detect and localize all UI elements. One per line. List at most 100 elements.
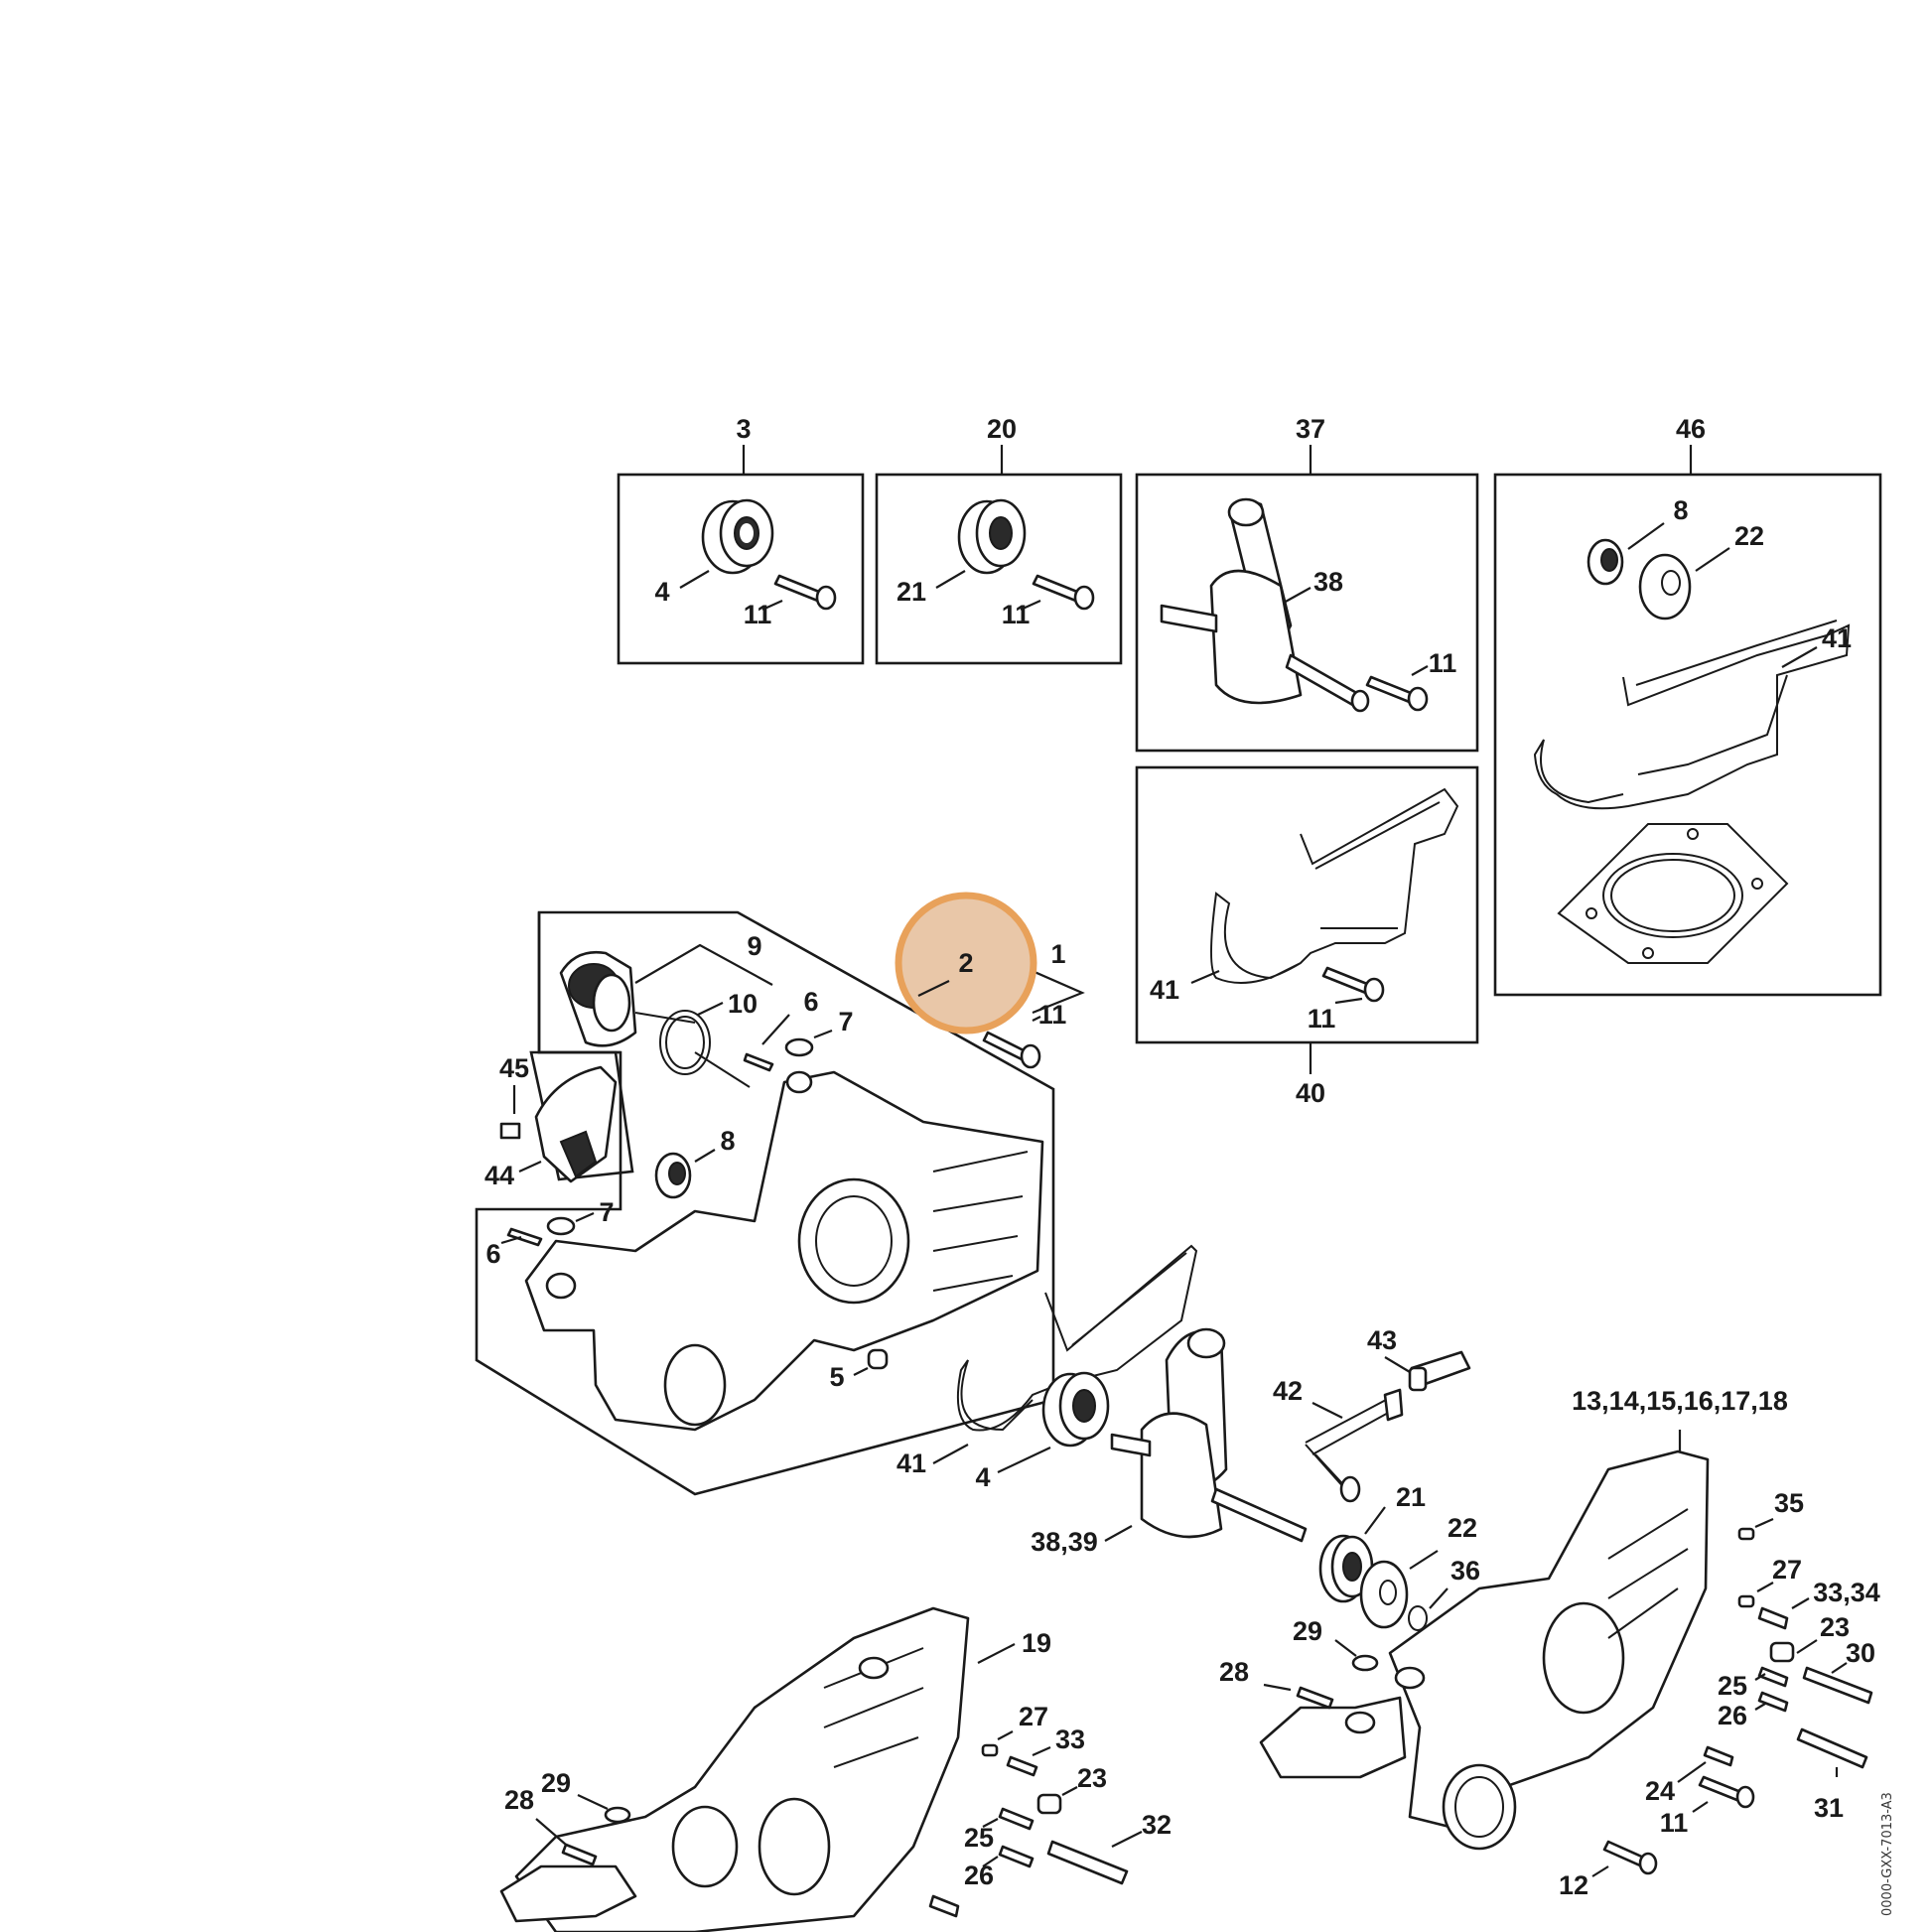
crankcase-half-left[interactable]: 19 <box>499 1606 1051 1932</box>
screw-icon <box>1032 574 1095 611</box>
right-small-parts: 35 27 33,34 23 30 25 26 31 24 11 12 <box>1219 1488 1880 1900</box>
spring-plug-icon <box>1408 1350 1471 1392</box>
callout-30: 30 <box>1846 1638 1875 1668</box>
kit-box-20[interactable]: 20 21 11 <box>875 414 1123 665</box>
callout-28: 28 <box>504 1785 534 1815</box>
kit-3-number: 3 <box>736 414 751 444</box>
o-ring-icon <box>659 1010 751 1088</box>
crankcase-gasket-icon <box>1210 787 1459 984</box>
callout-9: 9 <box>747 931 761 961</box>
callout-13-18: 13,14,15,16,17,18 <box>1572 1386 1788 1416</box>
circlip-icon <box>1408 1605 1428 1631</box>
callout-36: 36 <box>1450 1556 1480 1586</box>
callout-45: 45 <box>499 1053 529 1083</box>
kit-40-item-41: 41 <box>1150 975 1179 1005</box>
callout-19: 19 <box>1022 1628 1051 1658</box>
callout-23: 23 <box>1820 1612 1850 1642</box>
kit-37-number: 37 <box>1296 414 1325 444</box>
callout-38-39: 38,39 <box>1031 1527 1098 1557</box>
washer-icon <box>546 1216 576 1236</box>
callout-33: 33 <box>1055 1725 1085 1754</box>
kit-20-item-11: 11 <box>1002 600 1031 629</box>
crankcase-gasket-icon <box>1533 620 1851 810</box>
callout-8: 8 <box>720 1126 735 1156</box>
crankshaft-icon <box>1110 1327 1308 1543</box>
callout-12: 12 <box>1559 1870 1588 1900</box>
crankcase-assembly-group[interactable]: 9 10 6 7 45 44 8 <box>475 910 1085 1496</box>
chain-catcher-icon <box>499 1065 618 1183</box>
callout-31: 31 <box>1814 1793 1844 1823</box>
kit-20-number: 20 <box>987 414 1017 444</box>
callout-29: 29 <box>1293 1616 1322 1646</box>
kit-3-item-4: 4 <box>654 577 669 607</box>
washer-icon <box>1359 1560 1409 1629</box>
callout-27: 27 <box>1019 1702 1048 1731</box>
screw-icon <box>1321 966 1385 1003</box>
callout-10: 10 <box>728 989 758 1019</box>
kit-46-item-41: 41 <box>1822 623 1852 653</box>
oil-pump-icon <box>559 950 696 1047</box>
kit-box-46[interactable]: 46 8 22 41 <box>1493 414 1882 997</box>
crankcase-half-right[interactable]: 13,14,15,16,17,18 <box>1259 1386 1788 1851</box>
screw-icon <box>1365 675 1429 712</box>
kit-40-item-11: 11 <box>1308 1004 1336 1034</box>
drawing-code: 0000-GXX-7013-A3 <box>1880 1792 1895 1916</box>
gasket-41[interactable] <box>956 1244 1198 1432</box>
left-small-parts: 27 33 23 29 28 25 26 32 <box>504 1702 1172 1918</box>
callout-29: 29 <box>541 1768 571 1798</box>
callout-24: 24 <box>1645 1776 1675 1806</box>
callout-22: 22 <box>1448 1513 1477 1543</box>
oil-seal-icon <box>957 498 1027 575</box>
kit-box-37[interactable]: 37 38 11 <box>1135 414 1479 753</box>
callout-11: 11 <box>1038 1000 1067 1030</box>
kit-box-3[interactable]: 3 4 11 <box>617 414 865 665</box>
ball-bearing-icon <box>1041 1371 1110 1448</box>
oil-seal-icon <box>1587 538 1624 586</box>
callout-23: 23 <box>1077 1763 1107 1793</box>
plug-icon <box>867 1348 889 1370</box>
callout-2: 2 <box>958 948 973 978</box>
ball-bearing-icon <box>701 498 774 575</box>
kit-box-40[interactable]: 40 41 11 <box>1135 765 1479 1108</box>
highlighted-callout-2[interactable]: 2 <box>895 892 1037 1035</box>
callout-27: 27 <box>1772 1555 1802 1585</box>
oil-seal-icon <box>654 1152 692 1199</box>
kit-46-item-8: 8 <box>1673 495 1688 525</box>
crankcase-icon <box>524 1070 1044 1432</box>
callout-33-34: 33,34 <box>1813 1578 1880 1607</box>
callout-7: 7 <box>838 1007 853 1036</box>
callout-28: 28 <box>1219 1657 1249 1687</box>
kit-3-item-11: 11 <box>744 600 772 629</box>
kit-37-item-38: 38 <box>1313 567 1343 597</box>
callout-42: 42 <box>1273 1376 1303 1406</box>
callout-41: 41 <box>897 1449 926 1478</box>
callout-43: 43 <box>1367 1325 1397 1355</box>
callout-7: 7 <box>599 1197 614 1227</box>
callout-26: 26 <box>964 1861 994 1890</box>
callout-5: 5 <box>829 1362 844 1392</box>
kit-20-item-21: 21 <box>897 577 926 607</box>
connecting-pipe-icon <box>1305 1388 1404 1503</box>
callout-25: 25 <box>1718 1671 1747 1701</box>
kit-37-item-11: 11 <box>1429 648 1457 678</box>
kit-40-number: 40 <box>1296 1078 1325 1108</box>
kit-46-number: 46 <box>1676 414 1706 444</box>
screw-icon <box>773 574 837 611</box>
pin-icon <box>743 1052 774 1072</box>
callout-1: 1 <box>1050 939 1065 969</box>
callout-25: 25 <box>964 1823 994 1853</box>
callout-35: 35 <box>1774 1488 1804 1518</box>
pin-icon <box>506 1227 543 1247</box>
callout-26: 26 <box>1718 1701 1747 1730</box>
callout-4: 4 <box>975 1462 990 1492</box>
crankshaft-icon <box>1160 497 1370 713</box>
washer-icon <box>1638 553 1692 621</box>
kit-46-item-22: 22 <box>1734 521 1764 551</box>
callout-6: 6 <box>485 1239 500 1269</box>
callout-11: 11 <box>1660 1808 1689 1838</box>
callout-21: 21 <box>1396 1482 1426 1512</box>
screw-icon <box>982 1031 1041 1069</box>
cylinder-gasket-icon <box>1557 823 1789 964</box>
washer-icon <box>784 1037 814 1057</box>
